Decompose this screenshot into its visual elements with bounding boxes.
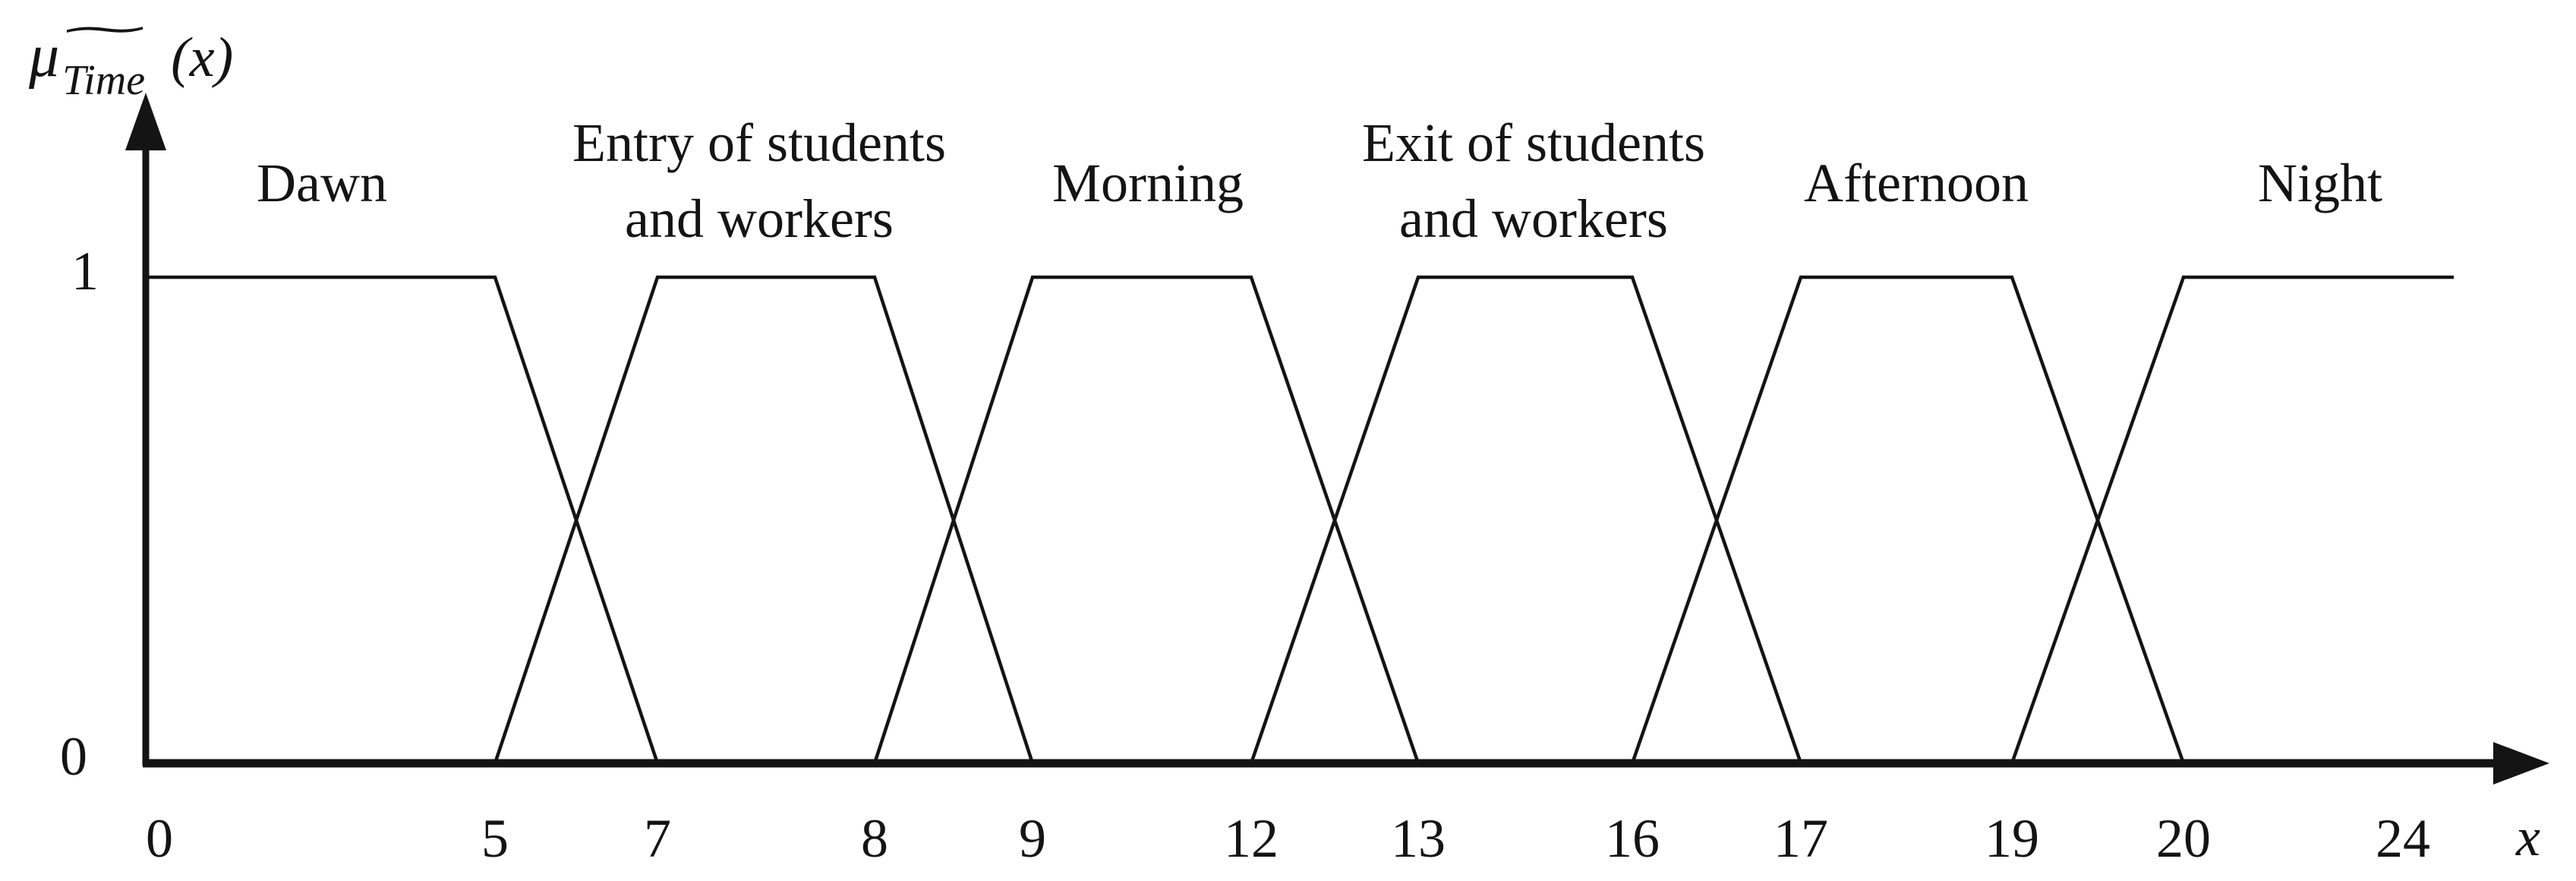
region-labels: Dawn Entry of students and workers Morning E… [257, 112, 2382, 249]
membership-curves [146, 275, 2454, 764]
region-label-entry-of-students-and-workers-line2: and workers [625, 188, 894, 249]
x-tick-24: 24 [2376, 808, 2430, 869]
y-axis-title: μTime (x) ∼ [28, 9, 233, 104]
region-label-morning: Morning [1052, 153, 1244, 213]
y-tick-1: 1 [71, 241, 99, 302]
x-tick-17: 17 [1774, 808, 1828, 869]
x-axis [143, 742, 2549, 785]
membership-curve-afternoon [1630, 275, 2186, 764]
membership-curve-dawn [146, 275, 660, 764]
mu-symbol: μ [28, 23, 59, 90]
x-tick-9: 9 [1019, 808, 1046, 869]
tilde-overline: ∼ [54, 9, 156, 49]
region-label-entry-of-students-and-workers-line1: Entry of students [572, 112, 946, 173]
region-label-exit-of-students-and-workers-line1: Exit of students [1362, 112, 1705, 173]
x-axis-letter: x [2515, 807, 2540, 867]
x-axis-arrowhead-icon [2493, 742, 2549, 785]
x-tick-12: 12 [1224, 808, 1279, 869]
region-label-afternoon: Afternoon [1804, 153, 2029, 213]
x-tick-labels: 0 5 7 8 9 12 13 16 17 19 20 24 [146, 808, 2430, 869]
y-tick-0: 0 [60, 726, 87, 787]
membership-curve-exit-of-students-and-workers [1249, 275, 1803, 764]
x-tick-8: 8 [861, 808, 888, 869]
mu-subscript: Time [62, 57, 145, 104]
x-tick-19: 19 [1985, 808, 2039, 869]
y-axis [125, 93, 166, 766]
x-tick-0: 0 [146, 808, 173, 869]
region-label-dawn: Dawn [257, 153, 387, 213]
y-axis-title-text: μTime (x) [28, 23, 233, 104]
membership-curve-morning [872, 275, 1420, 764]
membership-curve-night [2010, 275, 2454, 764]
region-label-exit-of-students-and-workers-line2: and workers [1399, 188, 1668, 249]
x-tick-16: 16 [1605, 808, 1660, 869]
region-label-night: Night [2258, 153, 2382, 213]
y-axis-arrowhead-icon [125, 93, 166, 150]
mu-argument: (x) [171, 27, 233, 89]
x-tick-7: 7 [644, 808, 671, 869]
x-tick-13: 13 [1391, 808, 1446, 869]
x-tick-20: 20 [2156, 808, 2211, 869]
x-tick-5: 5 [481, 808, 509, 869]
